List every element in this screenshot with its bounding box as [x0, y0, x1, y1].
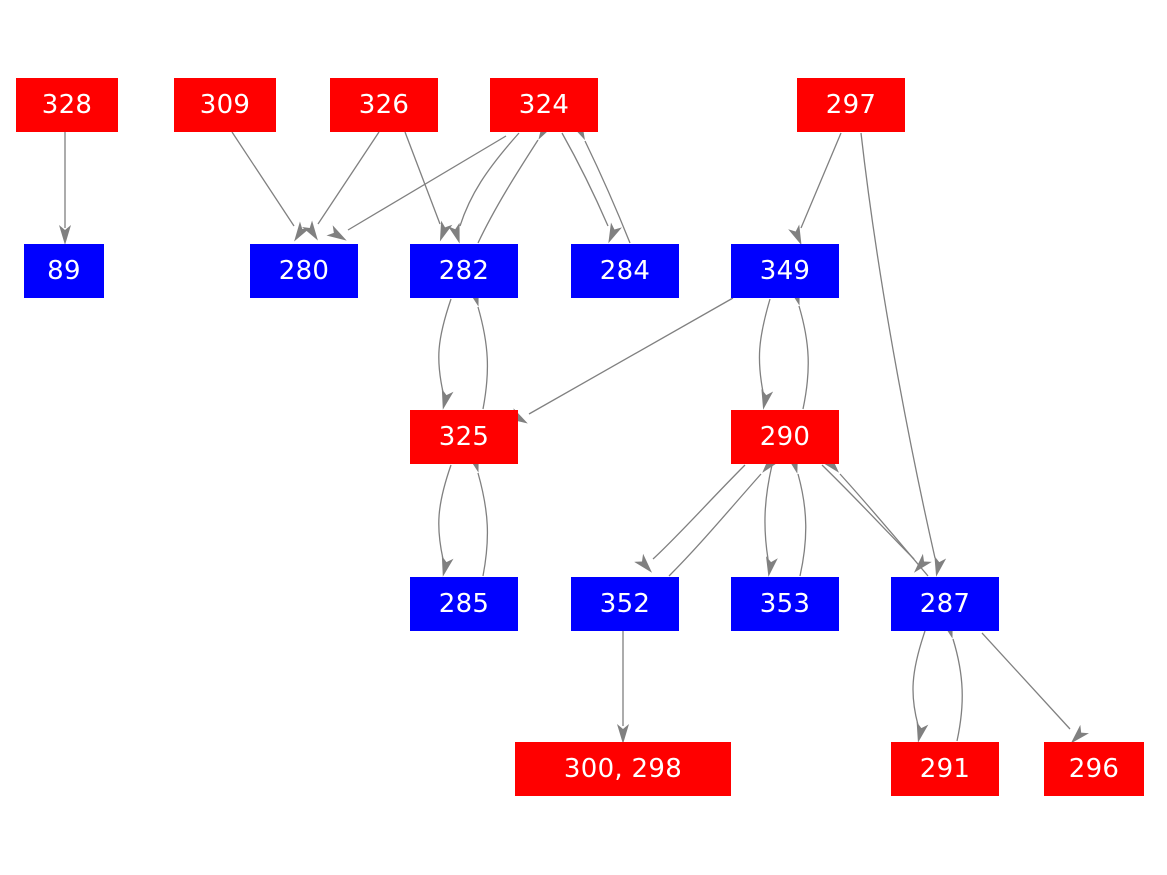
edge-324-282-arrowhead — [448, 222, 460, 244]
edge-349-290 — [758, 298, 774, 410]
graph-node-291[interactable]: 291 — [891, 742, 999, 796]
edge-326-280 — [301, 131, 380, 241]
edge-324-284-arrowhead — [608, 222, 622, 244]
edge-324-284 — [561, 132, 622, 244]
edge-290-287-arrowhead — [913, 553, 932, 573]
edge-287-291-arrowhead — [916, 721, 929, 743]
edge-352-300-arrowhead — [617, 724, 629, 744]
edge-326-282-arrowhead — [439, 220, 453, 242]
graph-node-290[interactable]: 290 — [731, 410, 839, 464]
edge-290-349 — [788, 284, 809, 410]
edge-282-325 — [438, 298, 454, 410]
edge-285-325 — [467, 451, 489, 577]
edge-290-287 — [821, 464, 932, 573]
edge-328-89-arrowhead — [59, 225, 71, 245]
graph-node-328[interactable]: 328 — [16, 78, 118, 132]
edge-325-285-arrowhead — [441, 555, 454, 577]
graph-node-353[interactable]: 353 — [731, 577, 839, 631]
edge-287-296-arrowhead — [1070, 724, 1089, 744]
edge-326-280-arrowhead — [301, 220, 318, 241]
edge-349-290-arrowhead — [761, 388, 774, 410]
graph-node-325[interactable]: 325 — [410, 410, 518, 464]
edge-324-282 — [448, 132, 520, 244]
edge-287-291 — [912, 630, 929, 743]
edge-287-290 — [821, 453, 929, 577]
graph-node-285[interactable]: 285 — [410, 577, 518, 631]
edge-297-349 — [788, 132, 842, 246]
edge-282-324 — [477, 119, 554, 244]
edge-287-296 — [981, 632, 1089, 744]
edge-325-285 — [438, 464, 454, 577]
edge-297-287 — [860, 132, 947, 577]
edge-290-352 — [634, 464, 746, 573]
edge-326-282 — [404, 131, 453, 242]
edge-290-353 — [764, 464, 778, 577]
graph-node-297[interactable]: 297 — [797, 78, 905, 132]
graph-node-309[interactable]: 309 — [174, 78, 276, 132]
edge-309-280 — [231, 131, 311, 242]
edge-291-287 — [941, 617, 963, 742]
edge-297-287-arrowhead — [934, 555, 947, 577]
graph-node-300-298[interactable]: 300, 298 — [515, 742, 731, 796]
edge-324-280 — [326, 135, 507, 241]
edge-290-353-arrowhead — [766, 556, 778, 577]
edge-352-300 — [617, 631, 629, 744]
graph-node-282[interactable]: 282 — [410, 244, 518, 298]
edge-290-352-arrowhead — [634, 553, 653, 573]
edge-309-280-arrowhead — [294, 221, 311, 242]
graph-node-326[interactable]: 326 — [330, 78, 438, 132]
graph-node-89[interactable]: 89 — [24, 244, 104, 298]
edge-284-324 — [570, 119, 631, 244]
graph-node-324[interactable]: 324 — [490, 78, 598, 132]
edge-352-290 — [668, 453, 780, 577]
graph-node-284[interactable]: 284 — [571, 244, 679, 298]
edge-297-349-arrowhead — [788, 224, 802, 246]
graph-node-287[interactable]: 287 — [891, 577, 999, 631]
edge-282-325-arrowhead — [441, 388, 454, 410]
graph-node-349[interactable]: 349 — [731, 244, 839, 298]
graph-node-280[interactable]: 280 — [250, 244, 358, 298]
graph-node-296[interactable]: 296 — [1044, 742, 1144, 796]
edge-353-290 — [786, 452, 807, 577]
edge-324-280-arrowhead — [326, 225, 347, 241]
edge-325-282 — [467, 285, 489, 410]
edge-328-89 — [59, 132, 71, 245]
edge-349-325 — [507, 297, 734, 424]
graph-node-352[interactable]: 352 — [571, 577, 679, 631]
